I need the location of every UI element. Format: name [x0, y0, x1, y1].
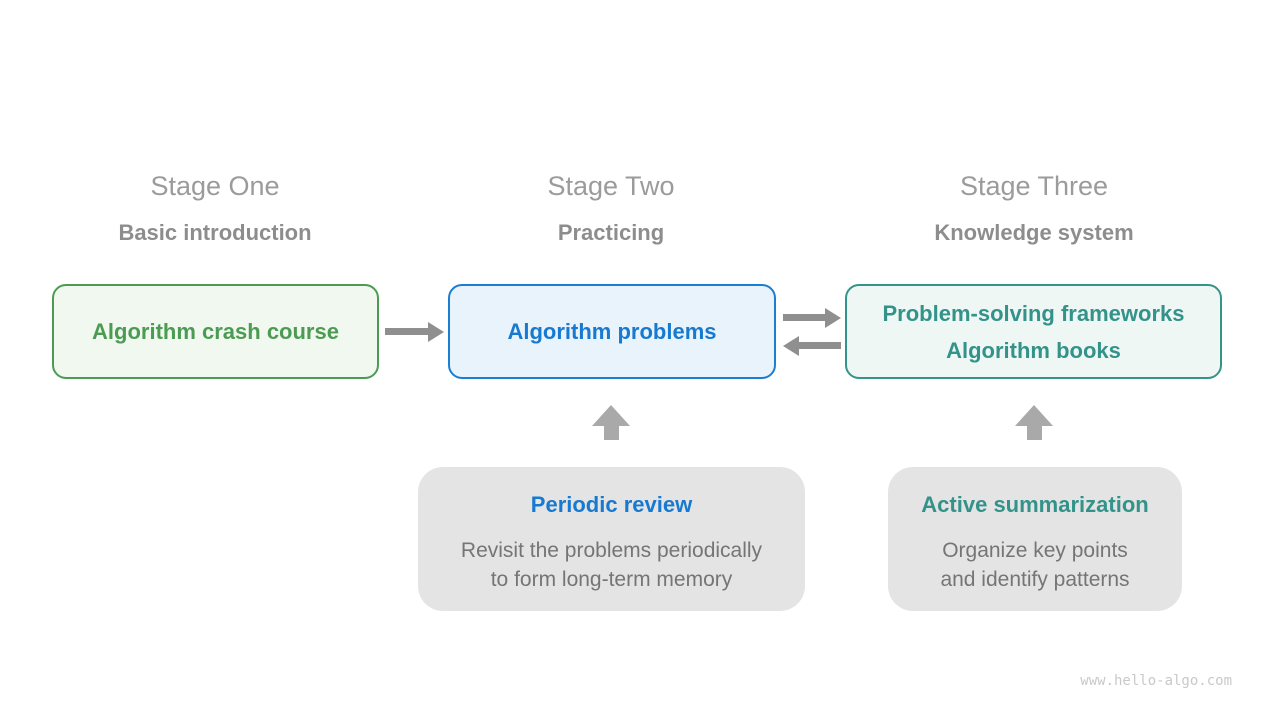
- arrow-right-icon: [783, 307, 841, 328]
- arrow-up-stem: [1026, 426, 1042, 440]
- box-label-line-2: Algorithm books: [946, 337, 1121, 363]
- arrow-up-stem: [603, 426, 619, 440]
- body-line-2: to form long-term memory: [490, 568, 733, 591]
- arrow-up-icon: [1015, 405, 1053, 440]
- box-label: Algorithm problems: [507, 318, 717, 344]
- arrow-left-icon: [783, 335, 841, 356]
- periodic-review-body: Revisit the problems periodically to for…: [418, 536, 805, 594]
- box-label-line-1: Problem-solving frameworks: [882, 300, 1185, 326]
- box-label: Algorithm crash course: [92, 318, 339, 344]
- stage-three-subtitle: Knowledge system: [934, 220, 1134, 245]
- active-summarization-body: Organize key points and identify pattern…: [888, 536, 1182, 594]
- watermark: www.hello-algo.com: [1080, 673, 1232, 689]
- stage-three-title: Stage Three: [959, 171, 1109, 201]
- stage-two-subtitle: Practicing: [557, 220, 665, 245]
- knowledge-system-box: Problem-solving frameworks Algorithm boo…: [845, 284, 1222, 379]
- body-line-1: Organize key points: [942, 539, 1128, 562]
- arrow-right-icon: [385, 321, 444, 342]
- periodic-review-card: Periodic review Revisit the problems per…: [418, 467, 805, 611]
- active-summarization-card: Active summarization Organize key points…: [888, 467, 1182, 611]
- algorithm-crash-course-box: Algorithm crash course: [52, 284, 379, 379]
- arrow-up-icon: [592, 405, 630, 440]
- periodic-review-title: Periodic review: [530, 492, 693, 517]
- stage-one-subtitle: Basic introduction: [118, 220, 312, 245]
- active-summarization-title: Active summarization: [921, 492, 1149, 517]
- stage-two-title: Stage Two: [547, 171, 675, 201]
- algorithm-problems-box: Algorithm problems: [448, 284, 776, 379]
- stage-one-title: Stage One: [150, 171, 280, 201]
- arrow-up-head: [592, 405, 630, 426]
- body-line-1: Revisit the problems periodically: [460, 539, 763, 562]
- body-line-2: and identify patterns: [940, 568, 1130, 591]
- arrow-up-head: [1015, 405, 1053, 426]
